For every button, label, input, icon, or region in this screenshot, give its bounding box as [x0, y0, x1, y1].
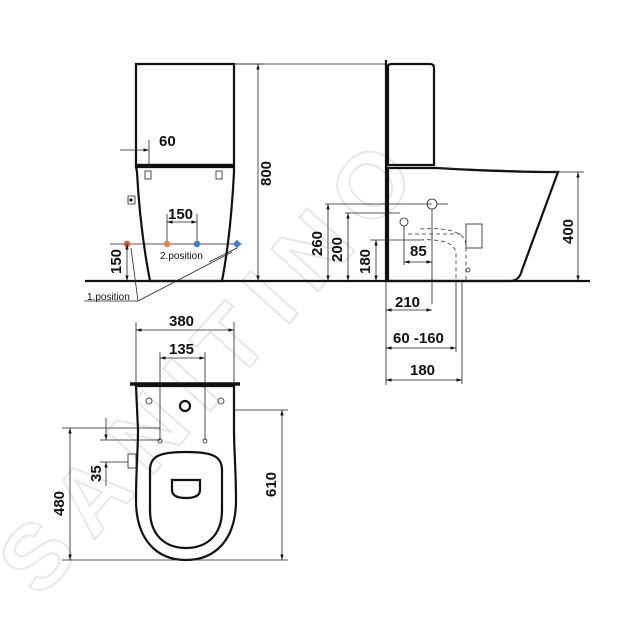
dim-total-width: 380 [169, 313, 194, 330]
top-side-inlet [127, 453, 137, 469]
dim-seat-height: 400 [560, 219, 577, 244]
front-bowl [134, 165, 236, 283]
top-hole-left [145, 397, 153, 405]
top-drain [170, 478, 202, 500]
dim-inlet-height: 150 [108, 249, 125, 274]
dim-180: 180 [357, 249, 374, 274]
dim-inlet-spacing: 150 [168, 206, 193, 223]
top-hole-center [178, 399, 192, 413]
watermark-text: SANITINO [0, 111, 445, 613]
front-tank [134, 62, 236, 167]
marker-orange [163, 240, 171, 248]
top-view: 380 135 610 480 35 [51, 313, 288, 562]
dim-85: 85 [410, 243, 427, 260]
dim-210: 210 [395, 294, 420, 311]
label-position-2: 2.position [160, 251, 203, 262]
dim-fixing-spacing: 135 [169, 341, 194, 358]
marker-blue [193, 240, 201, 248]
top-hole-right [217, 397, 225, 405]
front-fixing-right [215, 170, 223, 180]
dim-200: 200 [329, 237, 346, 262]
dim-side-inlet-offset: 35 [88, 465, 105, 482]
front-view: 60 150 2.position 150 1.position 800 [84, 62, 386, 303]
dim-total-length: 610 [263, 472, 280, 497]
label-position-1: 1.position [87, 292, 130, 303]
dim-60-160: 60 -160 [393, 330, 444, 347]
dim-total-height: 800 [258, 161, 275, 186]
dim-length-to-fixing: 480 [51, 491, 68, 516]
dim-180-bottom: 180 [410, 362, 435, 379]
dim-tank-thickness: 60 [159, 133, 176, 150]
side-tank [386, 62, 436, 167]
top-seat-inner [148, 450, 224, 550]
front-fixing-left [144, 170, 152, 180]
front-side-inlet [127, 195, 136, 205]
side-view: 260 200 180 85 400 210 60 -160 180 [309, 60, 590, 385]
dim-260: 260 [309, 231, 326, 256]
marker-blue-diamond [232, 239, 242, 249]
